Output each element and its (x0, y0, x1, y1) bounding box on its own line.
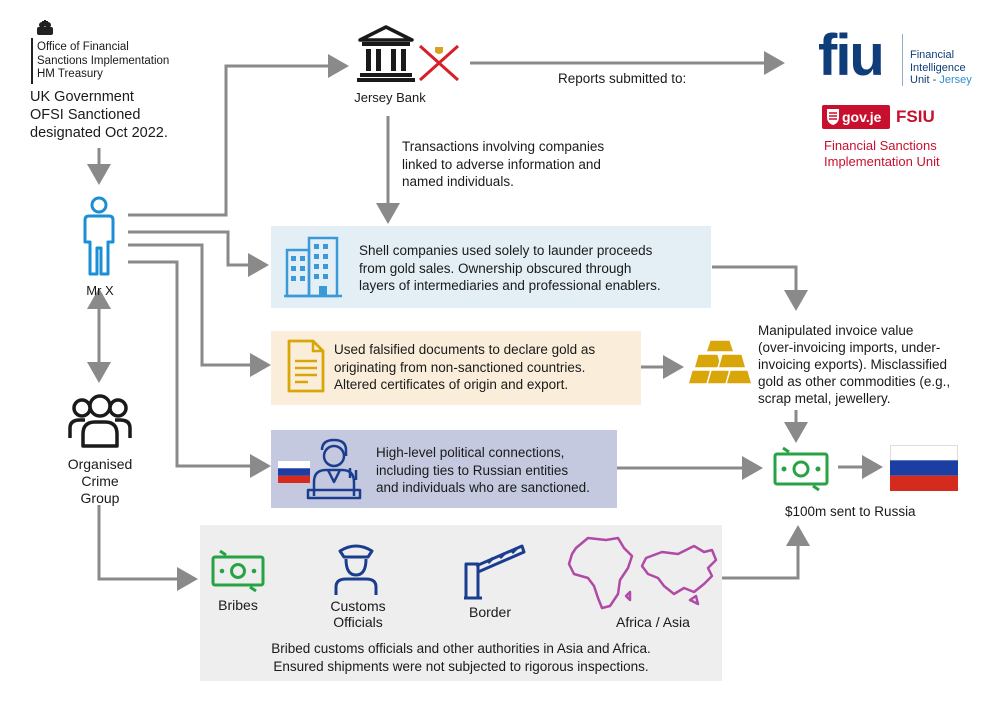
arrow-shell-to-invoice (712, 265, 808, 311)
govje-text: gov.je (842, 109, 882, 125)
fsiu-acronym: FSIU (896, 107, 935, 126)
money-icon (773, 446, 829, 492)
documents-line-1: Used falsified documents to declare gold… (334, 342, 596, 357)
ocg-line-1: Organised (67, 456, 133, 472)
invoice-line-1: Manipulated invoice value (758, 323, 914, 338)
shell-line-2: from gold sales. Ownership obscured thro… (359, 260, 632, 276)
border-label: Border (468, 604, 512, 620)
invoice-line-3: invoicing exports). Misclassified (758, 357, 948, 372)
mrx-label: Mr X (86, 283, 114, 298)
customs-officer-icon (334, 544, 378, 595)
ofsi-logo-text: Office of Financial Sanctions Implementa… (37, 41, 169, 82)
bank-label: Jersey Bank (354, 90, 426, 105)
designation-line-3: designated Oct 2022. (30, 125, 168, 141)
customs-line-1: Customs (330, 598, 386, 614)
ocg-label: Organised Crime Group (55, 456, 145, 507)
transactions-line-1: Transactions involving companies (402, 139, 605, 154)
politician-icon (306, 438, 362, 500)
invoice-line-5: scrap metal, jewellery. (758, 391, 891, 406)
document-icon (287, 339, 325, 393)
ofsi-designation: UK Government OFSI Sanctioned designated… (30, 88, 168, 142)
shell-text: Shell companies used solely to launder p… (359, 242, 661, 295)
fsiu-name: Financial Sanctions Implementation Unit (824, 138, 940, 170)
bribery-box (200, 525, 722, 681)
arrow-mrx-to-shell (128, 230, 269, 277)
invoice-line-4: gold as other commodities (e.g., (758, 374, 951, 389)
arrow-mrx-to-political (128, 260, 271, 478)
gold-bars-icon (687, 339, 753, 385)
ofsi-logo-divider (31, 38, 33, 84)
bribery-line-1: Bribed customs officials and other autho… (271, 641, 651, 656)
buildings-icon (284, 236, 342, 298)
ofsi-line-1: Office of Financial (37, 41, 129, 53)
documents-line-3: Altered certificates of origin and expor… (334, 377, 569, 392)
fsiu-line-2: Implementation Unit (824, 154, 940, 169)
fiu-line-3: Unit (910, 74, 930, 86)
money-label: $100m sent to Russia (785, 504, 916, 519)
jersey-flag-icon (418, 44, 460, 82)
border-barrier-icon (464, 544, 526, 600)
designation-line-2: OFSI Sanctioned (30, 107, 141, 123)
arrow-mrx-to-documents (128, 243, 271, 377)
political-text: High-level political connections, includ… (376, 444, 590, 497)
transactions-text: Transactions involving companies linked … (402, 138, 604, 191)
arrow-mrx-to-bank (128, 54, 349, 217)
political-line-3: and individuals who are sanctioned. (376, 480, 590, 495)
customs-label: Customs Officials (318, 598, 398, 630)
documents-box (271, 331, 641, 405)
ofsi-line-3: HM Treasury (37, 68, 103, 80)
ofsi-line-2: Sanctions Implementation (37, 54, 170, 67)
designation-line-1: UK Government (30, 89, 134, 105)
fiu-suffix: Jersey (939, 74, 972, 86)
ocg-line-3: Group (80, 490, 120, 506)
bank-icon (357, 25, 415, 82)
bribes-label: Bribes (218, 597, 258, 613)
bribery-line-2: Ensured shipments were not subjected to … (273, 659, 649, 674)
transactions-line-2: linked to adverse information and (402, 156, 601, 172)
arrow-region-to-money (722, 525, 810, 580)
region-label: Africa / Asia (616, 614, 690, 630)
govje-badge: gov.je (822, 105, 890, 129)
group-icon (68, 394, 132, 448)
shell-line-3: layers of intermediaries and professiona… (359, 278, 661, 293)
fiu-divider (902, 34, 903, 86)
documents-line-2: originating from non-sanctioned countrie… (334, 359, 586, 375)
political-line-1: High-level political connections, (376, 445, 565, 460)
africa-asia-map-icon (567, 536, 718, 610)
documents-text: Used falsified documents to declare gold… (334, 341, 595, 394)
arrow-ocg-to-bribery (97, 505, 198, 591)
fiu-logo: fiu (818, 23, 885, 88)
invoice-text: Manipulated invoice value (over-invoicin… (758, 322, 950, 407)
reports-label: Reports submitted to: (558, 71, 687, 86)
shell-companies-box (271, 226, 711, 308)
transactions-line-3: named individuals. (402, 174, 514, 189)
fsiu-line-1: Financial Sanctions (824, 138, 937, 153)
bribes-money-icon (211, 549, 265, 593)
customs-line-2: Officials (333, 614, 383, 630)
russia-flag-small-icon (278, 461, 310, 483)
fiu-text: Financial Intelligence Unit - Jersey (910, 49, 972, 86)
fiu-line-2: Intelligence (910, 61, 966, 74)
shield-icon (827, 109, 839, 125)
bribery-text: Bribed customs officials and other autho… (200, 640, 722, 676)
ocg-line-2: Crime (81, 473, 119, 489)
shell-line-1: Shell companies used solely to launder p… (359, 243, 653, 258)
political-line-2: including ties to Russian entities (376, 462, 569, 478)
invoice-line-2: (over-invoicing imports, under- (758, 340, 941, 355)
russia-flag-icon (890, 445, 958, 491)
crest-icon (37, 20, 53, 35)
fiu-line-1: Financial (910, 49, 955, 61)
person-icon (83, 196, 115, 276)
